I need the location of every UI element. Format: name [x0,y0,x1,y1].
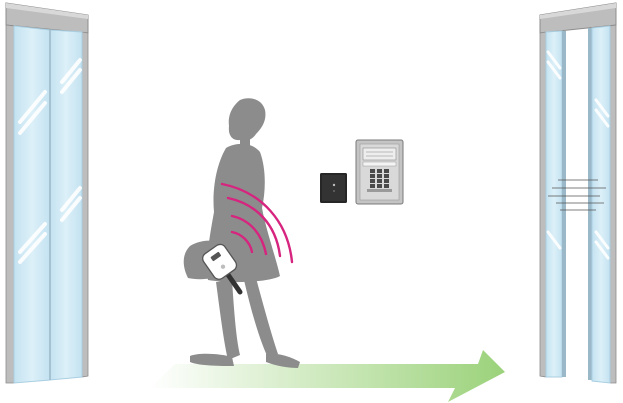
left-door [6,3,88,383]
intercom-keypad-icon [356,140,403,204]
keypad-key [384,169,389,173]
sliding-glass-door-opening-icon [540,3,616,383]
keypad-key [370,179,375,183]
sliding-glass-door-icon [6,3,88,383]
keypad-key [370,184,375,188]
keypad-key [377,174,382,178]
keypad-key [377,184,382,188]
walking-woman-silhouette-icon [184,98,300,368]
keypad-key [377,179,382,183]
card-reader-icon [320,173,347,203]
keypad-key [384,184,389,188]
keypad-key [370,174,375,178]
keypad-key [384,174,389,178]
right-door [540,3,616,383]
keypad-key [370,169,375,173]
keypad-key [377,169,382,173]
keypad-key [384,179,389,183]
